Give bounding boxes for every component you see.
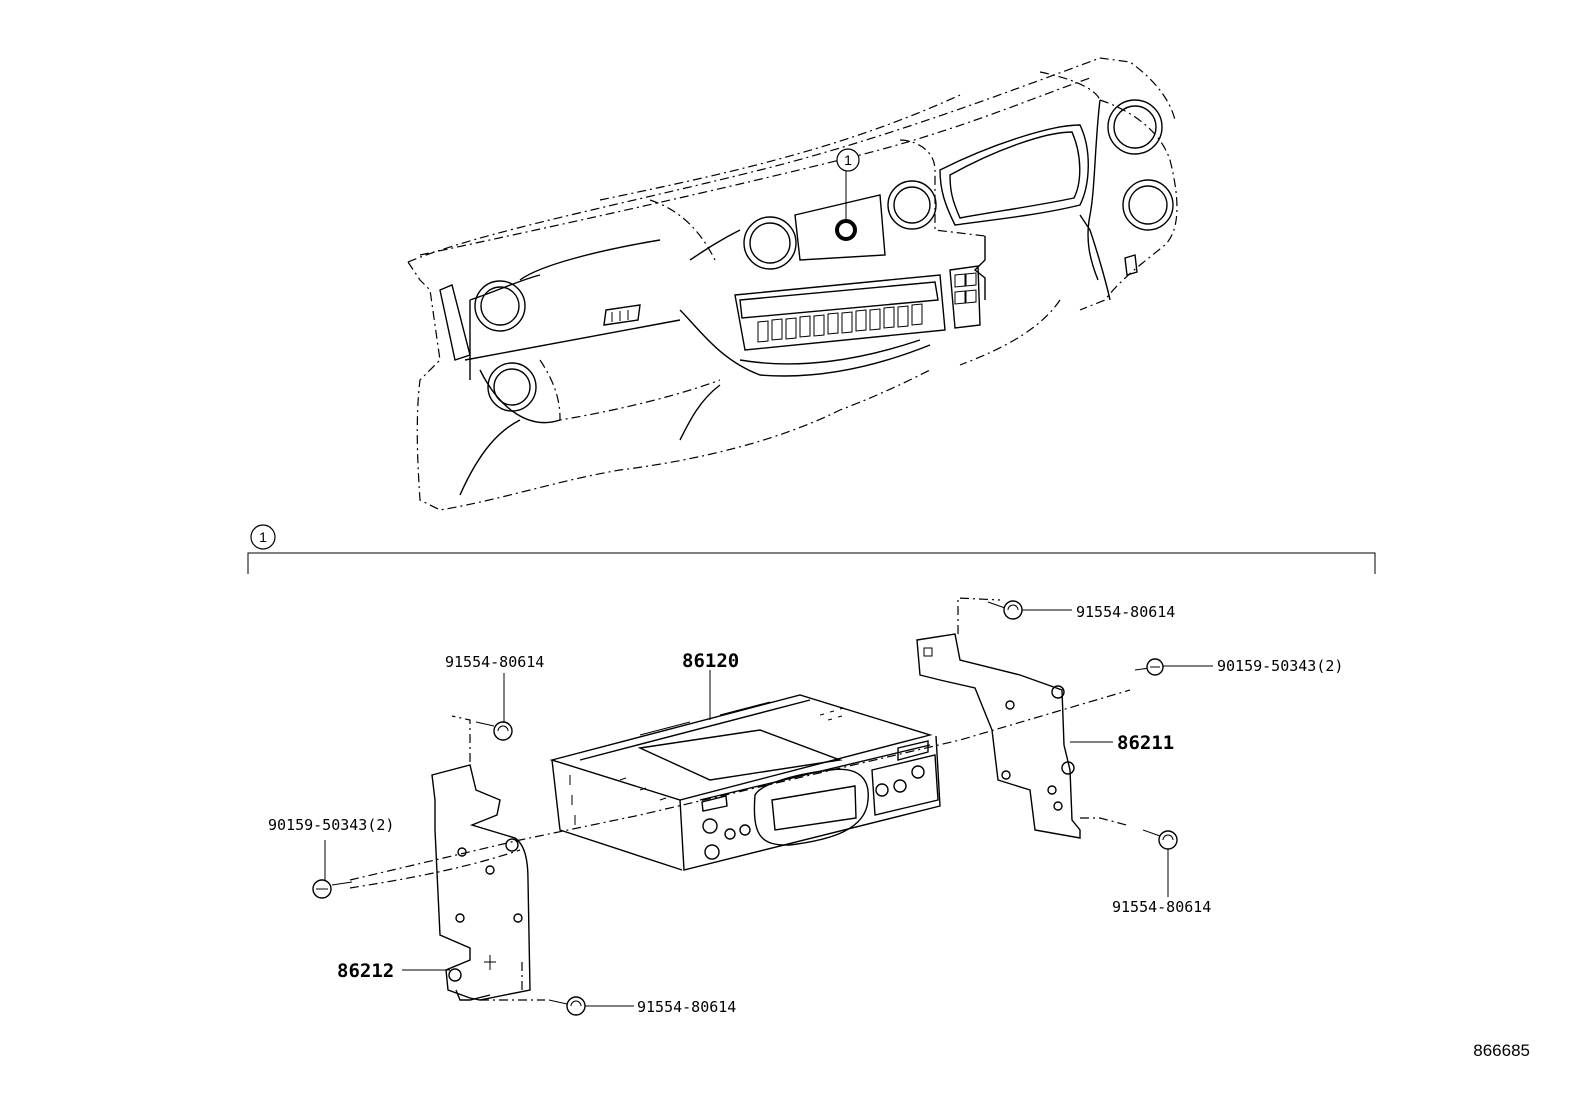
bracket-right bbox=[916, 597, 1131, 839]
part-label-bolt-right: 90159-50343(2) bbox=[1217, 657, 1343, 675]
leader-lines bbox=[324, 609, 1213, 1007]
alignment-lines bbox=[349, 689, 1131, 1001]
part-label-bolt-left: 90159-50343(2) bbox=[268, 816, 394, 834]
bolt-left-icon bbox=[312, 879, 353, 899]
group-bracket: 1 bbox=[247, 524, 1376, 574]
screw-bottom-right-icon bbox=[1142, 829, 1178, 850]
part-label-bracket-right: 86211 bbox=[1117, 732, 1174, 754]
bolt-right-icon bbox=[1134, 658, 1164, 676]
radio-receiver bbox=[549, 694, 941, 871]
instrument-panel-drawing: 1 bbox=[407, 57, 1178, 511]
group-marker-circle bbox=[250, 524, 276, 550]
part-label-radio-receiver: 86120 bbox=[682, 650, 739, 672]
callout-point-icon bbox=[835, 219, 857, 241]
screw-top-right-icon bbox=[987, 600, 1023, 620]
screw-top-left-icon bbox=[475, 721, 513, 741]
part-label-screw-bottom-right: 91554-80614 bbox=[1112, 898, 1211, 916]
part-label-bracket-left: 86212 bbox=[337, 960, 394, 982]
reference-code: 866685 bbox=[1473, 1041, 1530, 1060]
part-label-screw-top-left: 91554-80614 bbox=[445, 653, 544, 671]
group-marker-number: 1 bbox=[259, 529, 267, 545]
part-label-screw-bottom-left: 91554-80614 bbox=[637, 998, 736, 1016]
part-label-screw-top-right: 91554-80614 bbox=[1076, 603, 1175, 621]
bracket-left bbox=[431, 715, 531, 1001]
screw-bottom-left-icon bbox=[548, 996, 586, 1016]
callout-marker-number: 1 bbox=[844, 152, 852, 168]
center-switch-row bbox=[757, 303, 923, 343]
callout-marker-circle bbox=[836, 148, 860, 172]
